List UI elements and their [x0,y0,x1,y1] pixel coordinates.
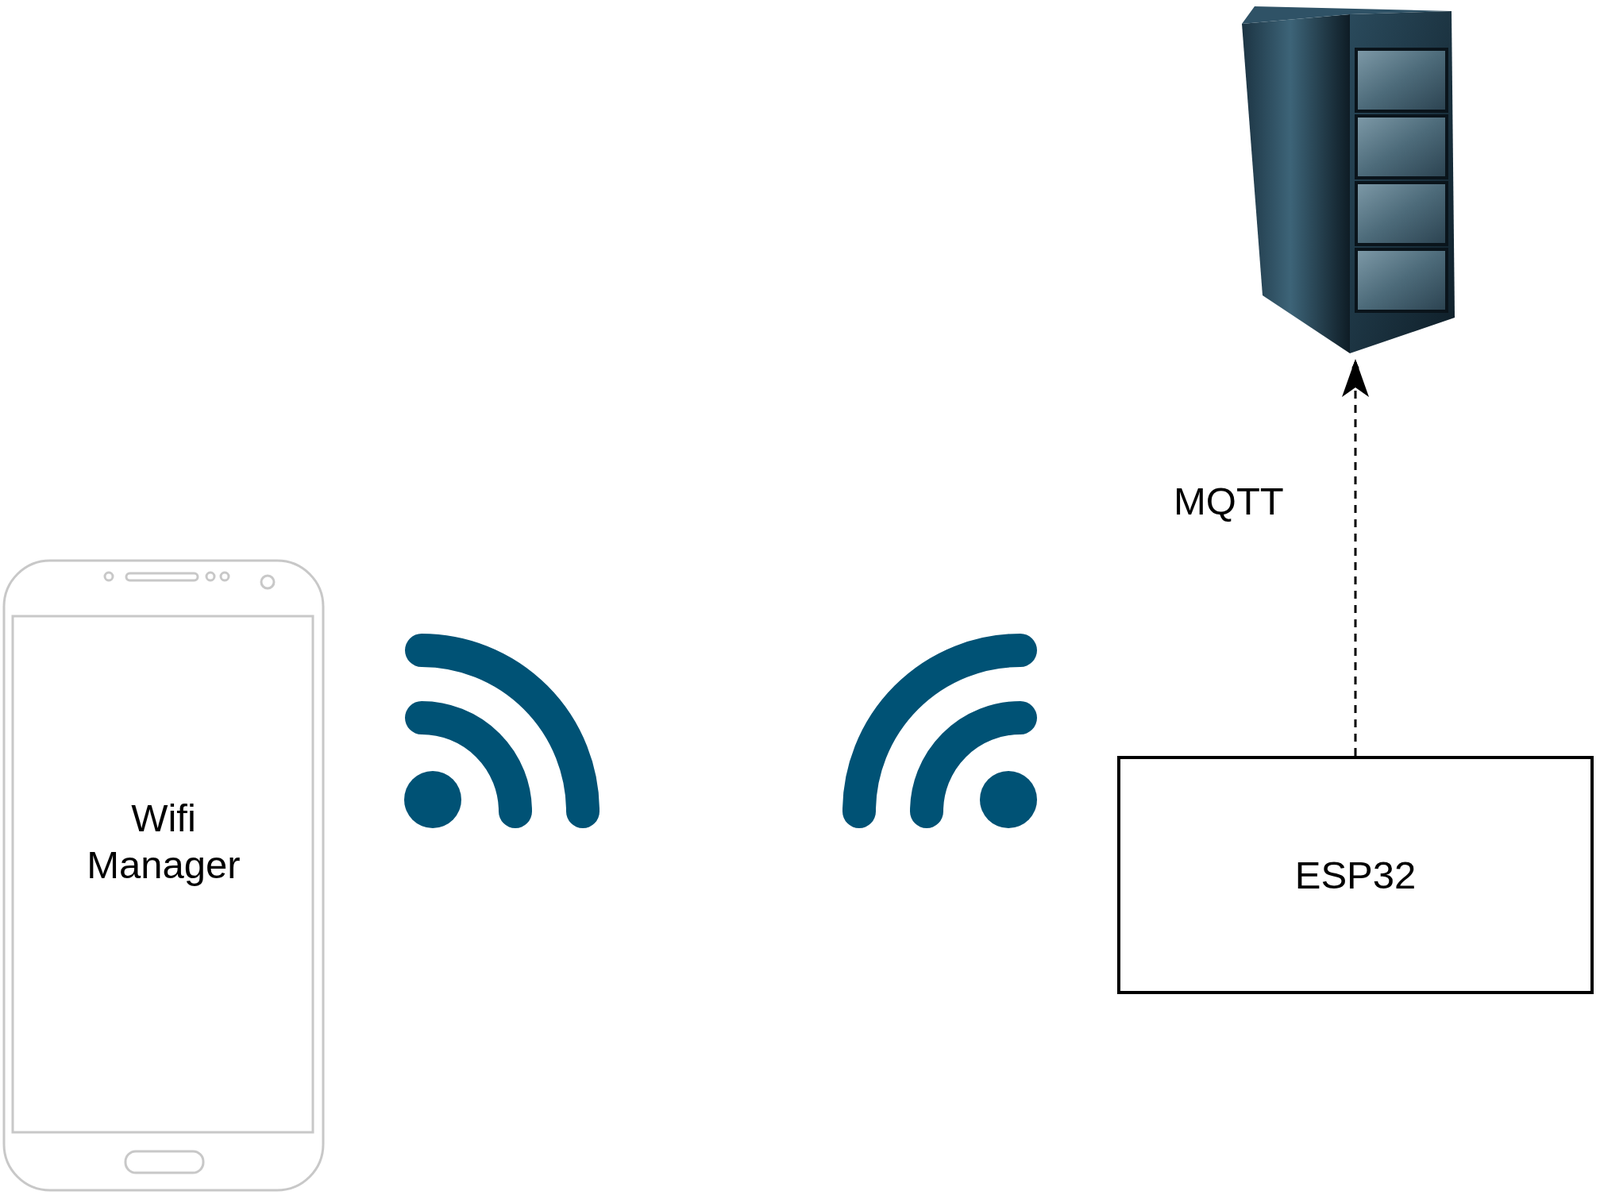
wifi-dot [979,771,1038,829]
arrow-head [1341,358,1369,398]
wifi-icon [859,650,1038,829]
rack-bay [1356,249,1447,312]
phone-camera [261,575,274,589]
phone-home-button [125,1151,204,1173]
dashed-arrow [1354,362,1358,756]
protocol-label: MQTT [1173,478,1284,525]
phone-sensor [104,572,113,581]
rack-side [1241,14,1350,354]
phone-caption: Wifi Manager [72,794,255,889]
rack-bay [1356,182,1447,245]
phone-sensor [220,572,229,581]
phone-speaker [126,573,198,581]
rack-front [1349,11,1455,354]
phone-sensor [206,572,215,581]
phone-node: Wifi Manager [2,559,325,1192]
server-rack [1241,6,1455,354]
rack-bay [1356,115,1447,178]
wifi-icon [404,650,583,829]
process-box: ESP32 [1117,755,1594,995]
rack-bay [1356,49,1447,112]
phone-screen [12,616,313,1133]
phone-body [3,560,324,1191]
wifi-dot [404,771,462,829]
node-label: ESP32 [1295,852,1417,899]
